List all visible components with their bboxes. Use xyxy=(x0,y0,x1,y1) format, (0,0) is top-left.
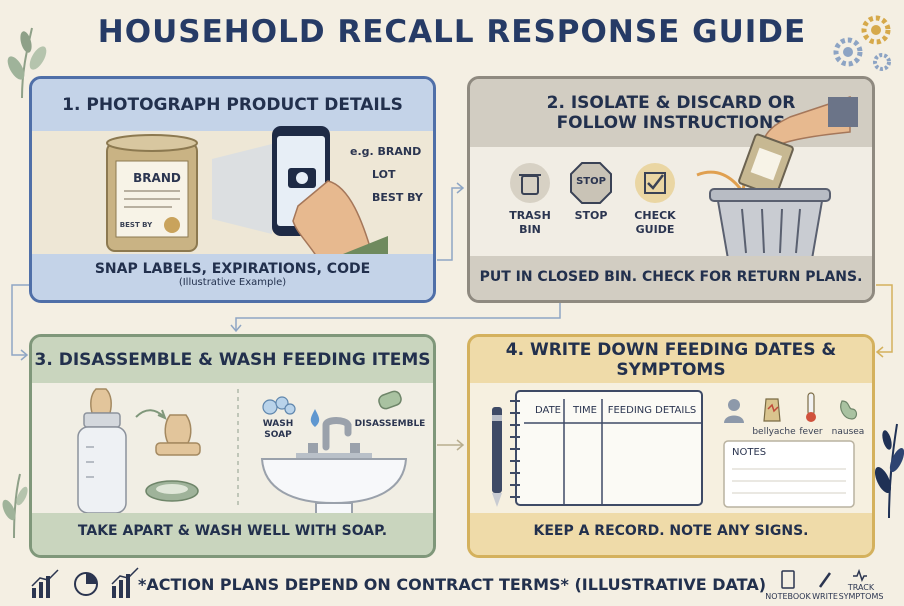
callout-brand: e.g. BRAND xyxy=(350,145,422,158)
panel-disassemble-wash: 3. DISASSEMBLE & WASH FEEDING ITEMS xyxy=(29,334,436,558)
footer-icon-label: NOTEBOOK xyxy=(765,592,811,601)
person-icon xyxy=(724,399,744,423)
ring-icon xyxy=(145,480,199,502)
notes-card xyxy=(723,440,855,508)
phone-camera-icon xyxy=(272,126,388,277)
notebook-icon xyxy=(510,390,703,506)
disassemble-arrow-icon xyxy=(135,409,167,420)
page-title: HOUSEHOLD RECALL RESPONSE GUIDE xyxy=(97,14,807,50)
panel-footer: SNAP LABELS, EXPIRATIONS, CODE (Illustra… xyxy=(32,254,433,300)
divider-dashed xyxy=(237,389,239,509)
notes-label: NOTES xyxy=(732,447,767,458)
footer-note: (Illustrative Example) xyxy=(178,277,287,288)
soap-bubbles-icon xyxy=(262,396,296,415)
panel-heading: 3. DISASSEMBLE & WASH FEEDING ITEMS xyxy=(32,337,433,383)
leaf-decoration-icon xyxy=(7,27,47,99)
can-best-by-label: BEST BY xyxy=(119,221,153,229)
table-header-time: TIME xyxy=(572,405,597,416)
trash-bin-icon xyxy=(709,188,831,260)
panel-illustration: DATE TIME FEEDING DETAILS bellyache feve… xyxy=(470,383,872,517)
leaf-decoration-icon xyxy=(2,473,28,539)
baby-bottle-icon xyxy=(77,388,127,514)
light-beam xyxy=(212,144,272,234)
bellyache-icon xyxy=(763,398,781,422)
track-symptoms-icon xyxy=(853,568,867,582)
panel-isolate-discard: 2. ISOLATE & DISCARD OR FOLLOW INSTRUCTI… xyxy=(467,76,875,303)
panel-footer: TAKE APART & WASH WELL WITH SOAP. xyxy=(32,513,433,555)
panel-record: 4. WRITE DOWN FEEDING DATES & SYMPTOMS D… xyxy=(467,334,875,558)
symptom-bellyache: bellyache xyxy=(752,427,796,437)
can-brand-label: BRAND xyxy=(133,171,181,185)
water-drop-icon xyxy=(310,409,320,427)
pen-icon xyxy=(492,407,502,507)
panel-footer: KEEP A RECORD. NOTE ANY SIGNS. xyxy=(470,513,872,555)
symptom-fever: fever xyxy=(799,427,823,437)
panel-heading: 1. PHOTOGRAPH PRODUCT DETAILS xyxy=(32,79,433,131)
nipple-icon xyxy=(155,414,201,456)
sink-faucet-icon xyxy=(260,417,408,520)
chart-icons xyxy=(31,567,139,598)
panel-photograph: 1. PHOTOGRAPH PRODUCT DETAILS BRAND BEST… xyxy=(29,76,436,303)
callout-best-by: BEST BY xyxy=(372,191,423,204)
nausea-icon xyxy=(840,400,858,420)
check-icon xyxy=(635,163,675,203)
panel-footer-text: SNAP LABELS, EXPIRATIONS, CODE xyxy=(94,261,371,277)
hand-dropping-package-icon xyxy=(738,95,858,197)
table-header-feeding-details: FEEDING DETAILS xyxy=(607,405,697,416)
trash-icon xyxy=(510,163,550,203)
footer-disclaimer: *ACTION PLANS DEPEND ON CONTRACT TERMS* … xyxy=(137,575,767,594)
panel-illustration: BRAND BEST BY e.g. BRAND LOT BEST BY xyxy=(32,126,433,277)
callout-lot: LOT xyxy=(372,168,396,181)
table-header-date: DATE xyxy=(534,405,561,416)
fever-thermometer-icon xyxy=(806,392,816,422)
pencil-icon xyxy=(818,572,832,588)
stop-icon xyxy=(570,162,612,204)
stop-label: STOP xyxy=(574,209,608,222)
footer-icon-label: WRITE xyxy=(812,592,838,601)
soap-bar-icon xyxy=(378,390,402,410)
notebook-icon xyxy=(781,570,795,589)
panel-heading-line1: 2. ISOLATE & DISCARD OR xyxy=(546,92,796,113)
gear-icon xyxy=(833,15,891,71)
stop-sign-text: STOP xyxy=(576,176,606,187)
symptom-nausea: nausea xyxy=(831,427,865,437)
formula-can-icon xyxy=(106,134,198,252)
disassemble-label: DISASSEMBLE xyxy=(354,419,426,429)
panel-heading: 4. WRITE DOWN FEEDING DATES & SYMPTOMS xyxy=(470,337,872,383)
leaf-decoration-icon xyxy=(874,423,904,519)
panel-footer: PUT IN CLOSED BIN. CHECK FOR RETURN PLAN… xyxy=(470,256,872,300)
panel-heading-line2: FOLLOW INSTRUCTIONS xyxy=(556,113,786,133)
